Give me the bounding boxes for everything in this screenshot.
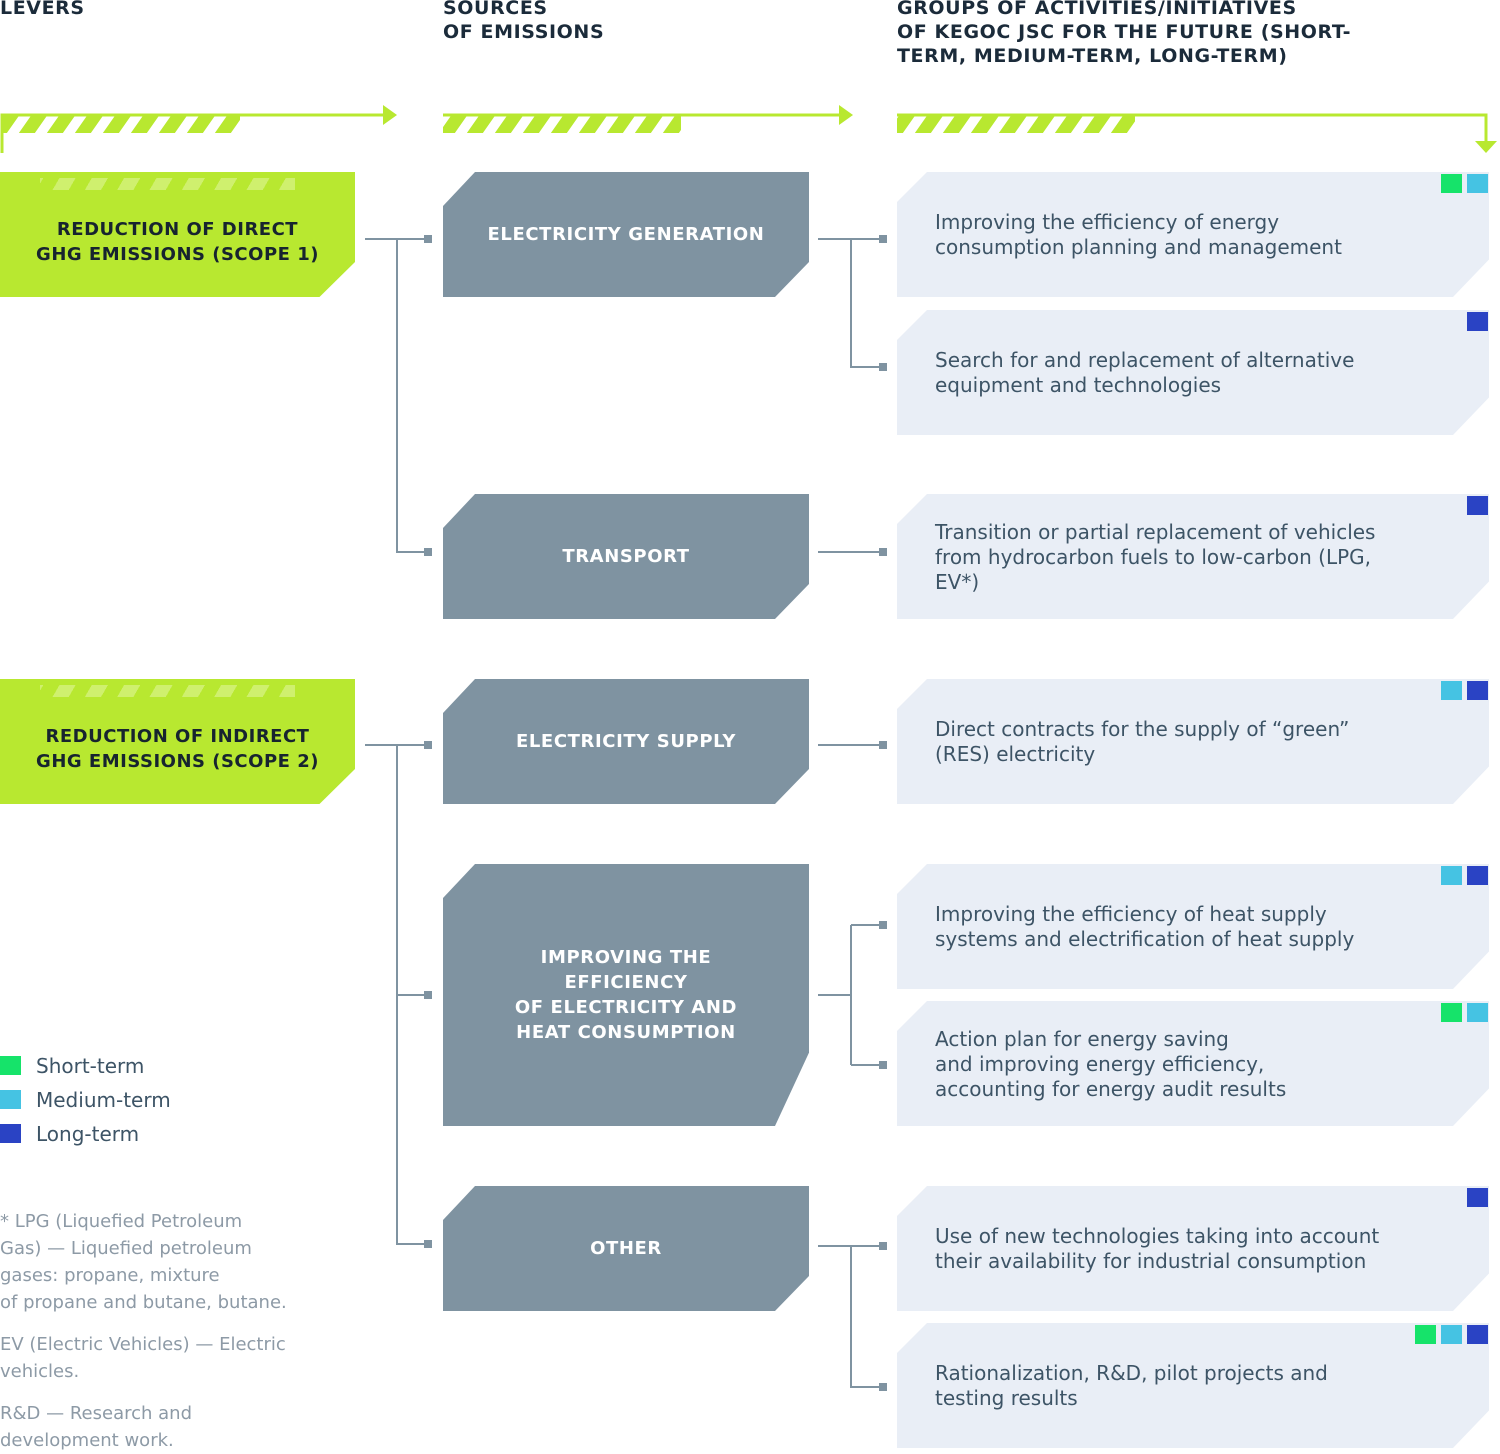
long-term-marker (1467, 496, 1488, 515)
connector-scope1-transport (396, 239, 427, 553)
medium-term-marker (1467, 174, 1488, 193)
long-term-swatch (0, 1124, 21, 1143)
levers-arrow-head (383, 105, 397, 125)
source-label: ELECTRICITY SUPPLY (515, 731, 737, 752)
levers-hatch-bar (2, 115, 240, 133)
source-label: ELECTRICITY GENERATION (487, 224, 765, 245)
activity-text: Improving the efficiency of energy consu… (935, 210, 1342, 259)
medium-term-swatch (0, 1090, 21, 1109)
medium-term-marker (1467, 1003, 1488, 1022)
node (879, 235, 887, 243)
node (879, 1061, 887, 1069)
node (424, 741, 432, 749)
activities-hatch-bar (897, 115, 1135, 133)
connector-scope2-trunk (396, 745, 427, 1245)
activity-card: Improving the efficiency of energy consu… (897, 172, 1489, 297)
node (424, 991, 432, 999)
lever-hatch (40, 178, 295, 190)
source-electricity-generation: ELECTRICITY GENERATION (443, 172, 809, 297)
activity-text: Transition or partial replacement of veh… (935, 520, 1376, 594)
activity-card: Action plan for energy saving and improv… (897, 1001, 1489, 1126)
activity-text: Improving the efficiency of heat supply … (935, 902, 1355, 951)
sources-arrow-head (839, 105, 853, 125)
node (879, 741, 887, 749)
medium-term-marker (1441, 866, 1462, 885)
medium-term-marker (1441, 1325, 1462, 1344)
sources-column-header: SOURCES OF EMISSIONS (443, 0, 605, 43)
activity-card: Direct contracts for the supply of “gree… (897, 679, 1489, 804)
legend-label: Medium-term (36, 1088, 171, 1112)
long-term-marker (1467, 312, 1488, 331)
footnote-rd: R&D — Research and development work. (0, 1403, 192, 1451)
node (879, 363, 887, 371)
node (879, 921, 887, 929)
activity-card: Use of new technologies taking into acco… (897, 1186, 1489, 1311)
long-term-marker (1467, 1188, 1488, 1207)
source-label: OTHER (590, 1238, 662, 1259)
lever-scope-2: REDUCTION OF INDIRECT GHG EMISSIONS (SCO… (0, 679, 355, 804)
node (424, 1240, 432, 1248)
legend-label: Long-term (36, 1122, 140, 1146)
footnote-ev: EV (Electric Vehicles) — Electric vehicl… (0, 1334, 286, 1382)
long-term-marker (1467, 866, 1488, 885)
activity-text: Direct contracts for the supply of “gree… (935, 717, 1350, 766)
source-efficiency-consumption: IMPROVING THE EFFICIENCY OF ELECTRICITY … (443, 864, 809, 1126)
connector-generation-branch (850, 239, 882, 368)
arrow-heads (383, 105, 1497, 153)
activities-arrow-head (1475, 141, 1497, 153)
node (879, 548, 887, 556)
short-term-swatch (0, 1056, 21, 1075)
legend-label: Short-term (36, 1054, 145, 1078)
node (879, 1242, 887, 1250)
footnote-lpg: * LPG (Liquefied Petroleum Gas) — Liquef… (0, 1211, 287, 1313)
source-other: OTHER (443, 1186, 809, 1311)
lever-hatch (40, 685, 295, 697)
source-electricity-supply: ELECTRICITY SUPPLY (443, 679, 809, 804)
lever-label: REDUCTION OF INDIRECT GHG EMISSIONS (SCO… (36, 725, 319, 772)
lever-scope-1: REDUCTION OF DIRECT GHG EMISSIONS (SCOPE… (0, 172, 355, 297)
sources-hatch-bar (443, 115, 681, 133)
activity-text: Rationalization, R&D, pilot projects and… (935, 1361, 1328, 1410)
short-term-marker (1415, 1325, 1436, 1344)
activity-card: Search for and replacement of alternativ… (897, 310, 1489, 435)
levers-column-header: LEVERS (0, 0, 85, 19)
activities-column-header: GROUPS OF ACTIVITIES/INITIATIVES OF KEGO… (897, 0, 1352, 67)
connectors (365, 238, 882, 1388)
activity-text: Action plan for energy saving and improv… (935, 1027, 1287, 1101)
activity-text: Use of new technologies taking into acco… (935, 1224, 1380, 1273)
node (424, 548, 432, 556)
activity-card: Rationalization, R&D, pilot projects and… (897, 1323, 1489, 1448)
activity-card: Transition or partial replacement of veh… (897, 494, 1489, 619)
short-term-marker (1441, 1003, 1462, 1022)
source-label: TRANSPORT (562, 546, 690, 567)
node (879, 1383, 887, 1391)
lever-label: REDUCTION OF DIRECT GHG EMISSIONS (SCOPE… (36, 218, 319, 265)
medium-term-marker (1441, 681, 1462, 700)
hatched-bars (2, 115, 1135, 133)
activity-card: Improving the efficiency of heat supply … (897, 864, 1489, 989)
long-term-marker (1467, 681, 1488, 700)
source-label: IMPROVING THE EFFICIENCY OF ELECTRICITY … (514, 947, 738, 1043)
connector-other-branch (850, 1246, 882, 1388)
activity-text: Search for and replacement of alternativ… (935, 348, 1355, 397)
long-term-marker (1467, 1325, 1488, 1344)
connector-nodes (424, 235, 887, 1391)
node (424, 235, 432, 243)
source-transport: TRANSPORT (443, 494, 809, 619)
short-term-marker (1441, 174, 1462, 193)
